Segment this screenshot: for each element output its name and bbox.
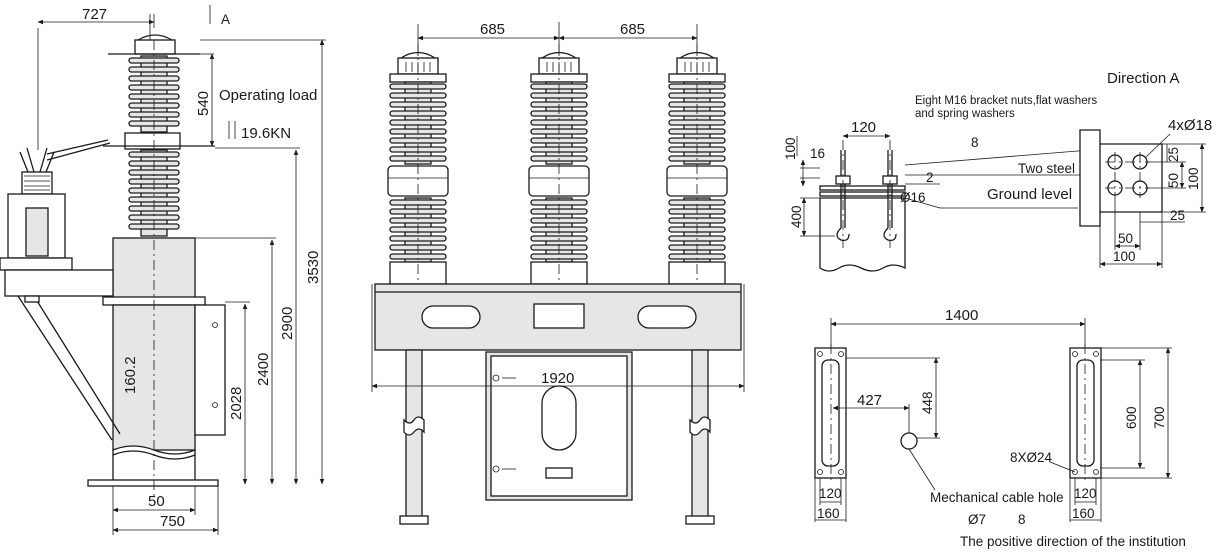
operating-load-label: Operating load [219, 87, 317, 104]
dim-685-right: 685 [620, 21, 645, 38]
direction-a-dim-50-bottom: 50 [1118, 231, 1133, 246]
dim-685-left: 685 [480, 21, 505, 38]
pole-3 [666, 44, 728, 285]
bracket-dia-16: Ø16 [900, 190, 926, 205]
base-plan-view: 1400 Mechanical cable hole 427 448 [814, 307, 1186, 549]
right-oval-window [637, 305, 697, 329]
bracket-note-line1: Eight M16 bracket nuts,flat washers [915, 95, 1097, 107]
base-dim-1400: 1400 [945, 307, 978, 324]
three-insulator-poles [387, 44, 728, 285]
base-dim-600: 600 [1124, 406, 1139, 429]
base-right-120: 120 [1074, 486, 1097, 501]
base-right-160: 160 [1072, 506, 1095, 521]
front-view: 685 685 1920 [371, 21, 745, 525]
pole-2 [528, 44, 590, 285]
bracket-dim-16: 16 [810, 146, 825, 161]
base-holes-label: 8XØ24 [1010, 450, 1053, 465]
base-dim-448: 448 [920, 391, 935, 414]
dim-727: 727 [82, 6, 107, 23]
ground-level-label: Ground level [987, 186, 1072, 203]
base-left-160: 160 [817, 506, 840, 521]
dim-50: 50 [148, 493, 165, 510]
dim-2028: 2028 [228, 387, 245, 420]
direction-a-title: Direction A [1107, 70, 1180, 87]
base-num-8: 8 [1018, 512, 1026, 527]
side-view: 727 A 540 Operating load 19.6KN 3530 290… [0, 5, 326, 535]
dim-3530: 3530 [305, 251, 322, 284]
direction-a-dim-25-side: 25 [1170, 208, 1185, 223]
base-dia-7: Ø7 [968, 512, 986, 527]
dim-750: 750 [160, 513, 185, 530]
center-window [533, 303, 585, 329]
cable-hole-label: Mechanical cable hole [930, 490, 1064, 505]
dim-2900: 2900 [279, 307, 296, 340]
base-left-120: 120 [819, 486, 842, 501]
pole-1 [387, 44, 449, 285]
section-mark-a: A [221, 12, 230, 27]
institution-direction-footer: The positive direction of the institutio… [960, 534, 1186, 549]
load-value: 19.6KN [241, 125, 291, 142]
bracket-dim-8: 8 [971, 135, 979, 150]
bracket-dim-400: 400 [789, 205, 804, 228]
bracket-detail: Eight M16 bracket nuts,flat washers and … [783, 95, 1115, 272]
left-leg [399, 349, 429, 525]
direction-a-dim-100-bottom: 100 [1113, 249, 1136, 264]
dim-540: 540 [195, 91, 212, 116]
direction-a-dim-100-v: 100 [1186, 167, 1201, 190]
base-dim-427: 427 [857, 392, 882, 409]
bracket-dim-120: 120 [851, 119, 876, 136]
bracket-dim-2: 2 [926, 170, 934, 185]
bracket-note-line2: and spring washers [915, 108, 1015, 120]
dim-160-2: 160.2 [122, 356, 139, 394]
right-leg [685, 349, 715, 525]
direction-a-view: Direction A 4xØ18 25 50 100 25 50 100 [1079, 70, 1212, 268]
base-dim-700: 700 [1152, 406, 1167, 429]
direction-a-dim-50: 50 [1166, 173, 1181, 188]
direction-a-holes: 4xØ18 [1168, 117, 1212, 134]
dim-1920: 1920 [541, 370, 574, 387]
dim-2400: 2400 [255, 353, 272, 386]
bracket-dim-100: 100 [783, 137, 798, 160]
left-oval-window [421, 305, 481, 329]
direction-a-dim-25: 25 [1166, 147, 1181, 162]
